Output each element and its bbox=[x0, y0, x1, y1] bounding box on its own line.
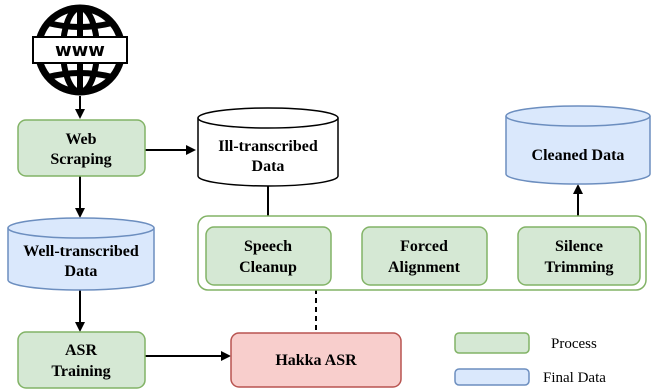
legend-final-data-swatch bbox=[454, 368, 530, 386]
node-ill-transcribed-line1: Ill-transcribed bbox=[218, 138, 318, 155]
node-silence-trimming: Silence Trimming bbox=[517, 226, 641, 286]
node-hakka-asr-label: Hakka ASR bbox=[275, 352, 357, 369]
node-ill-transcribed-line2: Data bbox=[252, 158, 285, 175]
node-asr-training-line2: Training bbox=[51, 363, 110, 380]
node-forced-alignment: Forced Alignment bbox=[361, 226, 488, 286]
legend-process-swatch bbox=[454, 332, 530, 354]
node-well-transcribed-data: Well-transcribed Data bbox=[7, 217, 155, 291]
node-speech-cleanup-line1: Speech bbox=[244, 238, 292, 255]
node-speech-cleanup: Speech Cleanup bbox=[205, 226, 332, 286]
node-forced-alignment-line2: Alignment bbox=[388, 259, 461, 276]
node-web-scraping-line1: Web bbox=[65, 131, 96, 148]
node-forced-alignment-line1: Forced bbox=[400, 238, 448, 255]
node-ill-transcribed-data: Ill-transcribed Data bbox=[197, 107, 339, 187]
legend-process-label: Process bbox=[551, 336, 597, 352]
globe-icon: www bbox=[32, 4, 128, 96]
node-well-transcribed-line1: Well-transcribed bbox=[23, 243, 139, 260]
node-asr-training: ASR Training bbox=[17, 331, 146, 389]
node-silence-trimming-line1: Silence bbox=[555, 238, 603, 255]
node-speech-cleanup-line2: Cleanup bbox=[239, 259, 297, 276]
node-asr-training-line1: ASR bbox=[65, 342, 97, 359]
node-web-scraping: Web Scraping bbox=[17, 119, 146, 177]
legend-final-data-label: Final Data bbox=[543, 370, 606, 386]
node-hakka-asr: Hakka ASR bbox=[230, 332, 402, 388]
legend: Process Final Data bbox=[454, 332, 606, 386]
globe-label: www bbox=[55, 40, 105, 61]
node-cleaned-data: Cleaned Data bbox=[505, 105, 651, 185]
node-silence-trimming-line2: Trimming bbox=[544, 259, 613, 276]
node-cleaned-data-label: Cleaned Data bbox=[532, 147, 625, 164]
node-web-scraping-line2: Scraping bbox=[50, 151, 111, 168]
node-well-transcribed-line2: Data bbox=[65, 263, 98, 280]
